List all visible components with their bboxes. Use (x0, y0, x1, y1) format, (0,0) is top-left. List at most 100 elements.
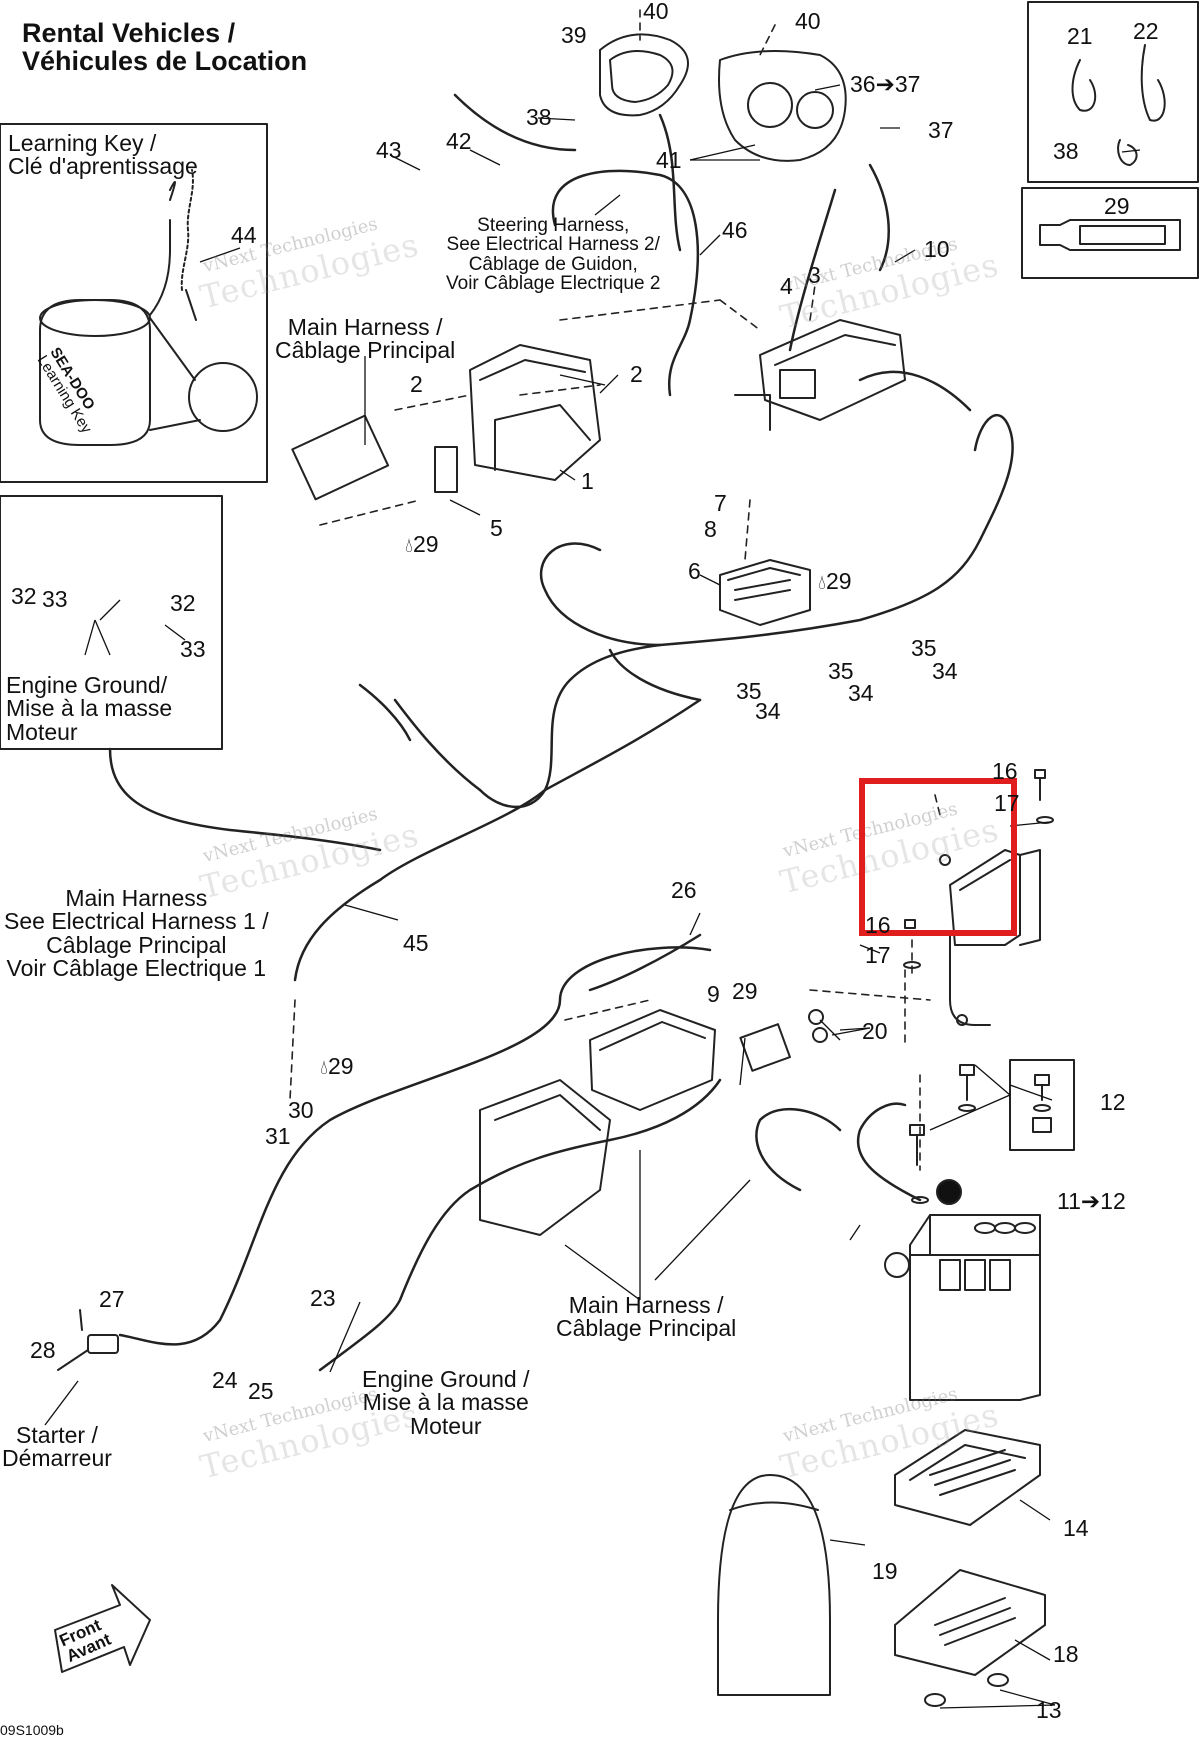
part-callout-with-sealant: 💧︎29 (818, 568, 852, 594)
part-callout: 9 (707, 981, 720, 1007)
sealant-drop-icon: 💧︎ (320, 1057, 328, 1079)
battery-holder (894, 1569, 1046, 1707)
part-callout: 46 (722, 217, 748, 243)
cable-tie-21 (1071, 59, 1097, 112)
gauge-cluster (599, 33, 847, 162)
part-callout-with-sealant: 💧︎29 (405, 531, 439, 557)
part-callout: 34 (932, 658, 958, 684)
learning-key-inset-box (0, 123, 268, 483)
highlight-box (859, 778, 1017, 936)
voltage-regulator (719, 559, 811, 626)
clamp-38 (1117, 139, 1138, 166)
part-callout: 6 (688, 558, 701, 584)
hardware-inset-box (1009, 1059, 1075, 1151)
learning-key-label: Learning Key /Clé d'aprentissage (8, 130, 198, 180)
part-callout: 20 (862, 1018, 888, 1044)
part-callout: 16 (992, 758, 1018, 784)
part-callout: 8 (704, 516, 717, 542)
part-callout: 37 (928, 117, 954, 143)
page-title: Rental Vehicles / Véhicules de Location (22, 18, 308, 76)
part-callout: 4 (780, 273, 793, 299)
part-callout: 28 (30, 1337, 56, 1363)
electrical-box-right (734, 319, 906, 431)
part-callout: 14 (1063, 1515, 1089, 1541)
part-callout-with-sealant: 29 (732, 978, 758, 1004)
negative-terminal-icon (936, 1179, 962, 1205)
part-callout: 10 (924, 236, 950, 262)
part-callout: 40 (643, 0, 669, 24)
part-callout: 18 (1053, 1641, 1079, 1667)
main-harness-top-label: Main Harness /Câblage Principal (275, 314, 456, 364)
part-callout: 12 (1100, 1089, 1126, 1115)
part-callout: 16 (865, 912, 891, 938)
battery-bracket (939, 849, 1041, 1026)
part-callout: 32 (11, 583, 37, 609)
part-callout: 22 (1133, 18, 1159, 44)
part-callout: 13 (1036, 1697, 1062, 1723)
part-callout: 41 (656, 147, 682, 173)
part-callout: 44 (231, 222, 257, 248)
main-harness-bottom-label: Main Harness /Câblage Principal (556, 1292, 737, 1342)
part-callout: 36➔37 (850, 71, 921, 97)
part-callout: 19 (872, 1558, 898, 1584)
part-callout: 11➔12 (1057, 1188, 1126, 1214)
part-callout: 33 (42, 586, 68, 612)
part-callout: 26 (671, 877, 697, 903)
drawing-code: 09S1009b (0, 1722, 64, 1738)
part-callout: 34 (755, 698, 781, 724)
part-callout: 35 (911, 635, 937, 661)
part-callout: 42 (446, 128, 472, 154)
part-callout: 24 (212, 1367, 238, 1393)
battery-pad (717, 1474, 831, 1696)
positive-terminal-icon (884, 1252, 910, 1278)
part-callout: 45 (403, 930, 429, 956)
battery-tray (894, 1429, 1041, 1526)
part-callout: 7 (714, 490, 727, 516)
part-callout: 2 (410, 371, 423, 397)
dashed-guides (289, 9, 941, 1171)
part-callout: 17 (994, 790, 1020, 816)
key-zoom-circle (188, 362, 258, 432)
grease-tube (1039, 219, 1181, 251)
sealant-drop-icon: 💧︎ (818, 572, 826, 594)
part-callout: 39 (561, 22, 587, 48)
starter-connector (57, 1309, 119, 1371)
part-callout: 1 (581, 468, 594, 494)
part-callout-with-sealant: 💧︎29 (320, 1053, 354, 1079)
part-callout: 29 (1104, 193, 1130, 219)
part-callout: 35 (736, 678, 762, 704)
wires (108, 93, 1014, 1372)
cable-tie-22 (1140, 44, 1166, 122)
learning-key-cylinder (39, 219, 171, 446)
part-callout: 5 (490, 515, 503, 541)
part-callout: 23 (310, 1285, 336, 1311)
part-callout: 31 (265, 1123, 291, 1149)
fuse-box-lower (479, 1009, 791, 1236)
part-callout: 34 (848, 680, 874, 706)
clamps-inset-box (1027, 1, 1199, 183)
part-callout: 43 (376, 137, 402, 163)
electrical-box-center (291, 344, 601, 501)
part-callout: 35 (828, 658, 854, 684)
part-callout: 21 (1067, 23, 1093, 49)
part-callout: 27 (99, 1286, 125, 1312)
title-english: Rental Vehicles / (22, 18, 236, 48)
starter-label: Starter /Démarreur (2, 1422, 112, 1472)
front-arrow (54, 1584, 151, 1673)
battery (909, 1214, 1041, 1401)
title-french: Véhicules de Location (22, 45, 308, 76)
bolts (808, 769, 1054, 1204)
part-callout: 30 (288, 1097, 314, 1123)
part-callout: 38 (1053, 138, 1079, 164)
part-callout: 38 (526, 104, 552, 130)
part-callout: 3 (808, 262, 821, 288)
grease-inset-box (1021, 187, 1199, 279)
part-callout: 17 (865, 942, 891, 968)
part-callout: 2 (630, 361, 643, 387)
leader-lines (44, 84, 1141, 1709)
part-callout: 32 (170, 590, 196, 616)
sealant-drop-icon: 💧︎ (405, 535, 413, 557)
